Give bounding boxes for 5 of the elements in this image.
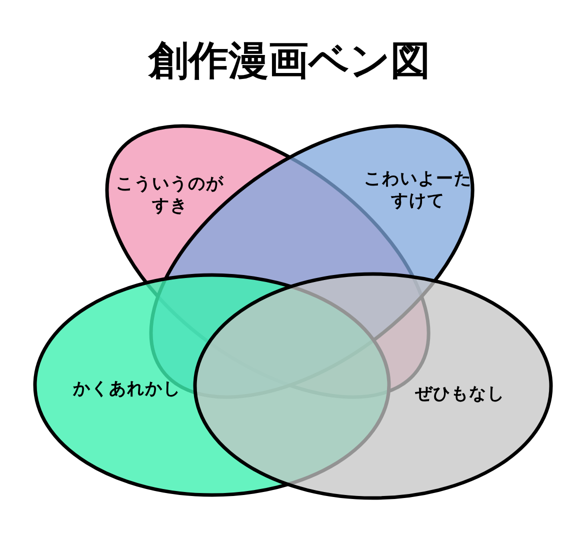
set-label: かくあれかし — [72, 378, 182, 400]
set-label: こういうのがすき — [114, 172, 225, 217]
set-label: こわいよーたすけて — [362, 168, 473, 212]
set-label: ぜひもなし — [414, 383, 506, 405]
diagram-title: 創作漫画ベン図 — [146, 37, 432, 86]
